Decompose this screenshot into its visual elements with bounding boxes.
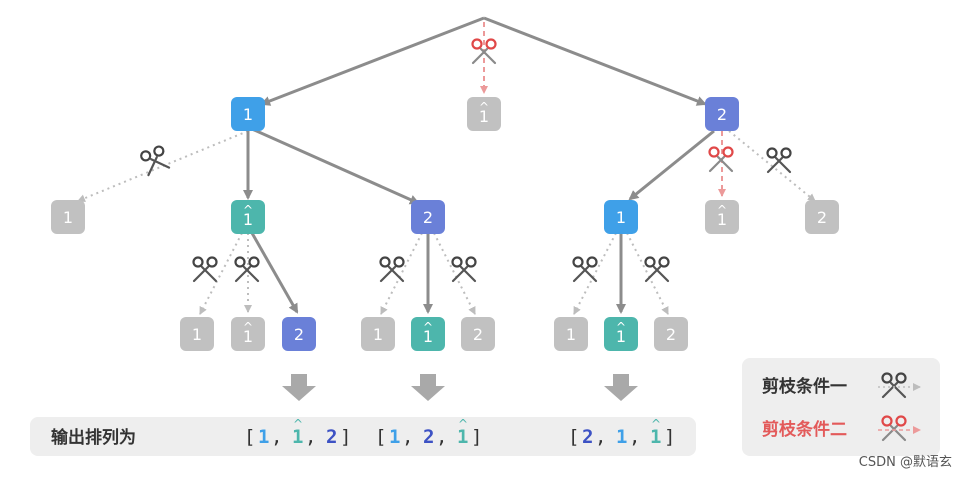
edges	[77, 16, 816, 315]
svg-text:,: ,	[595, 426, 606, 448]
perm-2: [ 1 , 2 , ^ 1 ]	[375, 417, 482, 448]
svg-text:1: 1	[479, 107, 489, 126]
svg-text:2: 2	[423, 426, 434, 448]
legend: 剪枝条件一 剪枝条件二	[742, 358, 940, 456]
legend-rule1: 剪枝条件一	[762, 376, 847, 397]
node-1hat-pruned: ^ 1	[231, 317, 265, 351]
edge-1-to-2	[251, 127, 420, 205]
node-1: 1	[604, 200, 638, 234]
svg-text:1: 1	[566, 325, 576, 344]
svg-text:^: ^	[717, 203, 727, 217]
scissors-icon	[644, 256, 670, 283]
svg-text:2: 2	[473, 325, 483, 344]
down-arrow-icon	[282, 374, 316, 401]
legend-rule2: 剪枝条件二	[762, 419, 847, 440]
node-1hat-pruned: ^ 1	[467, 97, 501, 131]
svg-text:1: 1	[389, 426, 400, 448]
edge-root-to-2	[483, 16, 707, 106]
down-arrow-icon	[411, 374, 445, 401]
svg-text:2: 2	[817, 208, 827, 227]
scissors-icon	[234, 256, 260, 283]
svg-text:]: ]	[471, 426, 482, 448]
node-2: 2	[411, 200, 445, 234]
svg-text:2: 2	[717, 105, 727, 124]
svg-text:^: ^	[423, 320, 433, 334]
svg-text:1: 1	[292, 426, 303, 448]
svg-text:1: 1	[258, 426, 269, 448]
edge-1hat-to-2	[250, 232, 299, 314]
node-1-pruned: 1	[361, 317, 395, 351]
svg-text:2: 2	[666, 325, 676, 344]
node-1hat-pruned: ^ 1	[705, 200, 739, 234]
svg-text:[: [	[375, 426, 386, 448]
scissors-markers	[138, 38, 792, 283]
scissors-icon	[451, 256, 477, 283]
svg-text:,: ,	[271, 426, 282, 448]
svg-text:]: ]	[664, 426, 675, 448]
svg-text:,: ,	[436, 426, 447, 448]
svg-text:1: 1	[192, 325, 202, 344]
svg-text:1: 1	[243, 327, 253, 346]
svg-text:1: 1	[717, 210, 727, 229]
perm-3: [ 2 , 1 , ^ 1 ]	[568, 417, 675, 448]
svg-text:2: 2	[582, 426, 593, 448]
watermark: CSDN @默语玄	[859, 454, 952, 470]
scissors-icon	[138, 144, 171, 177]
node-1-pruned: 1	[51, 200, 85, 234]
svg-text:2: 2	[423, 208, 433, 227]
svg-text:]: ]	[340, 426, 351, 448]
edge-2-to-1	[628, 129, 715, 201]
perm-1: [ 1 , ^ 1 , 2 ]	[244, 417, 351, 448]
svg-text:1: 1	[243, 105, 253, 124]
node-1hat: ^ 1	[231, 200, 265, 234]
node-2-pruned: 2	[805, 200, 839, 234]
scissors-icon	[379, 256, 405, 283]
node-2: 2	[282, 317, 316, 351]
node-1-pruned: 1	[180, 317, 214, 351]
output-bar: 输出排列为 [ 1 , ^ 1 , 2 ] [ 1 , 2 , ^ 1 ] [ …	[30, 417, 696, 456]
svg-text:1: 1	[373, 325, 383, 344]
node-2: 2	[705, 97, 739, 131]
node-1hat: ^ 1	[604, 317, 638, 351]
svg-text:1: 1	[63, 208, 73, 227]
edge-1hat-to-1-pruned	[199, 232, 243, 315]
down-arrows	[282, 374, 638, 401]
down-arrow-icon	[604, 374, 638, 401]
node-1hat: ^ 1	[411, 317, 445, 351]
svg-text:1: 1	[616, 426, 627, 448]
svg-text:1: 1	[423, 327, 433, 346]
edge-2-to-2-pruned	[728, 130, 816, 202]
svg-text:1: 1	[243, 210, 253, 229]
scissors-icon	[192, 256, 218, 283]
svg-text:,: ,	[629, 426, 640, 448]
scissors-icon	[766, 147, 792, 174]
svg-text:^: ^	[243, 203, 253, 217]
svg-text:1: 1	[650, 426, 661, 448]
svg-text:2: 2	[294, 325, 304, 344]
svg-text:[: [	[244, 426, 255, 448]
svg-text:,: ,	[402, 426, 413, 448]
svg-text:^: ^	[479, 100, 489, 114]
svg-text:^: ^	[458, 417, 468, 431]
node-2-pruned: 2	[461, 317, 495, 351]
svg-text:^: ^	[616, 320, 626, 334]
output-label: 输出排列为	[51, 427, 136, 448]
svg-text:[: [	[568, 426, 579, 448]
edge-root-to-1	[260, 16, 485, 106]
node-1-pruned: 1	[554, 317, 588, 351]
svg-text:^: ^	[243, 320, 253, 334]
node-2-pruned: 2	[654, 317, 688, 351]
svg-text:1: 1	[616, 327, 626, 346]
svg-text:^: ^	[651, 417, 661, 431]
svg-text:1: 1	[457, 426, 468, 448]
node-1: 1	[231, 97, 265, 131]
svg-text:2: 2	[326, 426, 337, 448]
edge-1-to-1-pruned	[77, 130, 249, 203]
svg-text:,: ,	[305, 426, 316, 448]
scissors-icon	[572, 256, 598, 283]
svg-text:^: ^	[293, 417, 303, 431]
svg-text:1: 1	[616, 208, 626, 227]
tree-nodes: 1 ^ 1 2 1 ^ 1 2 1 ^	[51, 97, 839, 351]
